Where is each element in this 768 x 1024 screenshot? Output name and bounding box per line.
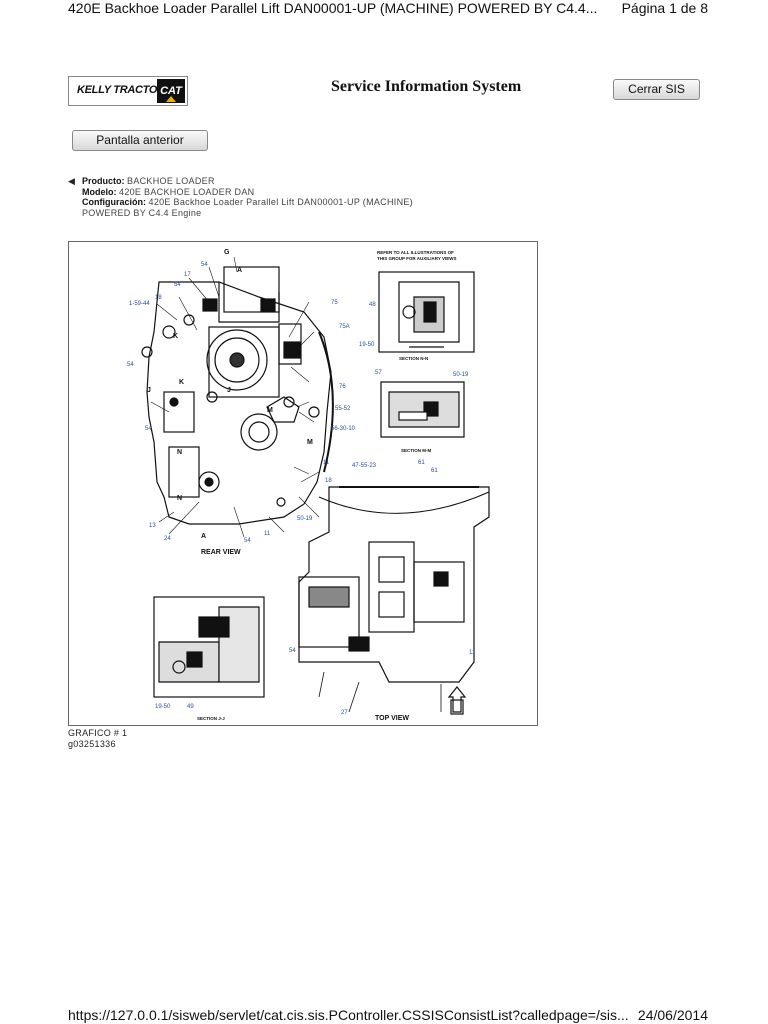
svg-text:13: 13	[149, 523, 156, 529]
svg-text:N: N	[177, 449, 182, 456]
transmission-drawing: 1-59-44 18 17 54 54 G A 75 75A 76 55-52 …	[127, 249, 490, 722]
cat-logo-icon: CAT	[157, 79, 185, 103]
page-number: Página 1 de 8	[621, 0, 708, 16]
svg-text:M: M	[267, 407, 273, 414]
svg-text:55-52: 55-52	[335, 406, 351, 412]
svg-text:TOP VIEW: TOP VIEW	[375, 715, 409, 722]
svg-text:11: 11	[264, 531, 271, 537]
svg-text:54: 54	[174, 282, 181, 288]
rear-top-block	[223, 266, 280, 313]
svg-text:54: 54	[201, 262, 208, 268]
config-row-cont: POWERED BY C4.4 Engine	[82, 207, 202, 218]
svg-text:11: 11	[323, 460, 330, 466]
svg-text:11: 11	[469, 650, 476, 656]
figure-caption: GRAFICO # 1 g03251336	[68, 728, 127, 749]
svg-text:75A: 75A	[339, 324, 350, 330]
rear-housing-outline	[146, 281, 332, 525]
svg-text:56-30-10: 56-30-10	[331, 426, 356, 432]
svg-text:SECTION M-M: SECTION M-M	[401, 448, 431, 453]
rear-main-gear	[206, 329, 268, 391]
section-nn	[378, 271, 475, 353]
product-info: ◀ Producto: BACKHOE LOADER Modelo: 420E …	[68, 176, 413, 218]
product-row: Producto: BACKHOE LOADER	[82, 176, 215, 186]
page-url: https://127.0.0.1/sisweb/servlet/cat.cis…	[68, 1007, 629, 1023]
svg-text:A: A	[201, 533, 206, 540]
svg-text:19-50: 19-50	[359, 342, 375, 348]
svg-text:50-19: 50-19	[453, 372, 469, 378]
svg-text:1-59-44: 1-59-44	[129, 301, 150, 307]
figure-id: g03251336	[68, 738, 116, 749]
previous-screen-button[interactable]: Pantalla anterior	[72, 130, 208, 151]
svg-text:61: 61	[418, 460, 425, 466]
svg-text:54: 54	[244, 538, 251, 544]
svg-text:54: 54	[145, 426, 152, 432]
svg-text:19-50: 19-50	[155, 704, 171, 710]
svg-text:54: 54	[289, 648, 296, 654]
svg-text:SECTION N-N: SECTION N-N	[399, 356, 428, 361]
svg-text:SECTION J-J: SECTION J-J	[197, 716, 225, 721]
svg-text:18: 18	[155, 295, 162, 301]
dealer-name: KELLY TRACTOR	[77, 84, 165, 96]
print-date: 24/06/2014	[637, 1007, 708, 1023]
top-view-outline	[298, 486, 490, 683]
svg-text:K: K	[179, 379, 184, 386]
document-title: 420E Backhoe Loader Parallel Lift DAN000…	[68, 0, 598, 16]
svg-text:61: 61	[431, 468, 438, 474]
close-sis-button[interactable]: Cerrar SIS	[613, 79, 700, 100]
svg-text:27: 27	[341, 710, 348, 716]
svg-text:REAR VIEW: REAR VIEW	[201, 549, 241, 556]
svg-text:50-19: 50-19	[297, 516, 313, 522]
svg-text:N: N	[177, 495, 182, 502]
svg-text:47-55-23: 47-55-23	[352, 463, 377, 469]
svg-text:17: 17	[184, 272, 191, 278]
svg-text:57: 57	[375, 370, 382, 376]
svg-text:J: J	[227, 387, 231, 394]
svg-text:M: M	[307, 439, 313, 446]
config-row: Configuración: 420E Backhoe Loader Paral…	[82, 197, 413, 207]
app-title: Service Information System	[331, 78, 522, 95]
svg-text:49: 49	[187, 704, 194, 710]
dealer-logo: KELLY TRACTOR CAT	[68, 76, 188, 106]
model-row: Modelo: 420E BACKHOE LOADER DAN	[82, 186, 255, 197]
svg-text:THIS GROUP FOR AUXILIARY VIEWS: THIS GROUP FOR AUXILIARY VIEWS	[377, 256, 457, 261]
svg-text:75: 75	[331, 300, 338, 306]
svg-text:K: K	[173, 333, 178, 340]
back-arrow-icon[interactable]: ◀	[68, 176, 75, 186]
figure-number: GRAFICO # 1	[68, 728, 128, 738]
section-jj	[153, 596, 265, 698]
svg-text:54: 54	[127, 362, 134, 368]
svg-text:24: 24	[164, 536, 171, 542]
section-mm	[380, 381, 465, 438]
svg-text:76: 76	[339, 384, 346, 390]
parts-illustration: 1-59-44 18 17 54 54 G A 75 75A 76 55-52 …	[68, 241, 538, 726]
svg-text:G: G	[224, 249, 230, 256]
svg-text:J: J	[147, 387, 151, 394]
svg-text:48: 48	[369, 302, 376, 308]
svg-text:18: 18	[325, 478, 332, 484]
svg-text:REFER TO ALL ILLUSTRATIONS OF: REFER TO ALL ILLUSTRATIONS OF	[377, 250, 454, 255]
svg-text:A: A	[237, 267, 242, 274]
